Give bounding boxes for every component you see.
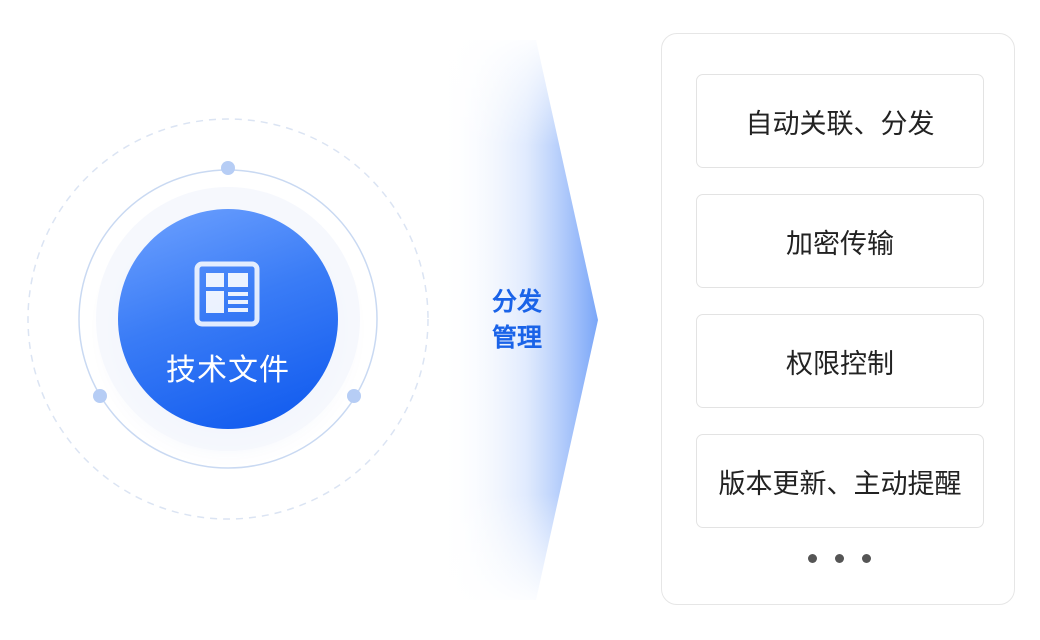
feature-item-version-update: 版本更新、主动提醒: [696, 434, 984, 528]
feature-item-auto-link: 自动关联、分发: [696, 74, 984, 168]
dot: [807, 554, 817, 563]
flow-label: 分发 管理: [482, 284, 552, 356]
ring-dot-right: [347, 389, 361, 403]
outer-dashed-ring: [27, 118, 429, 520]
dot: [861, 554, 871, 563]
flow-label-line2: 管理: [491, 323, 542, 352]
ring-dot-top: [221, 161, 235, 175]
ring-dot-left: [93, 389, 107, 403]
feature-item-encrypted-transfer: 加密传输: [696, 194, 984, 288]
flow-arrow-fade: [430, 30, 610, 610]
center-label: 技术文件: [166, 353, 290, 388]
feature-panel: 自动关联、分发 加密传输 权限控制 版本更新、主动提醒: [661, 33, 1015, 605]
dot: [834, 554, 844, 563]
feature-item-permission-control: 权限控制: [696, 314, 984, 408]
document-layout-icon: [194, 261, 260, 327]
ellipsis-dots-icon: [662, 554, 1016, 563]
center-node: 技术文件: [118, 209, 338, 429]
flow-label-line1: 分发: [491, 287, 542, 316]
